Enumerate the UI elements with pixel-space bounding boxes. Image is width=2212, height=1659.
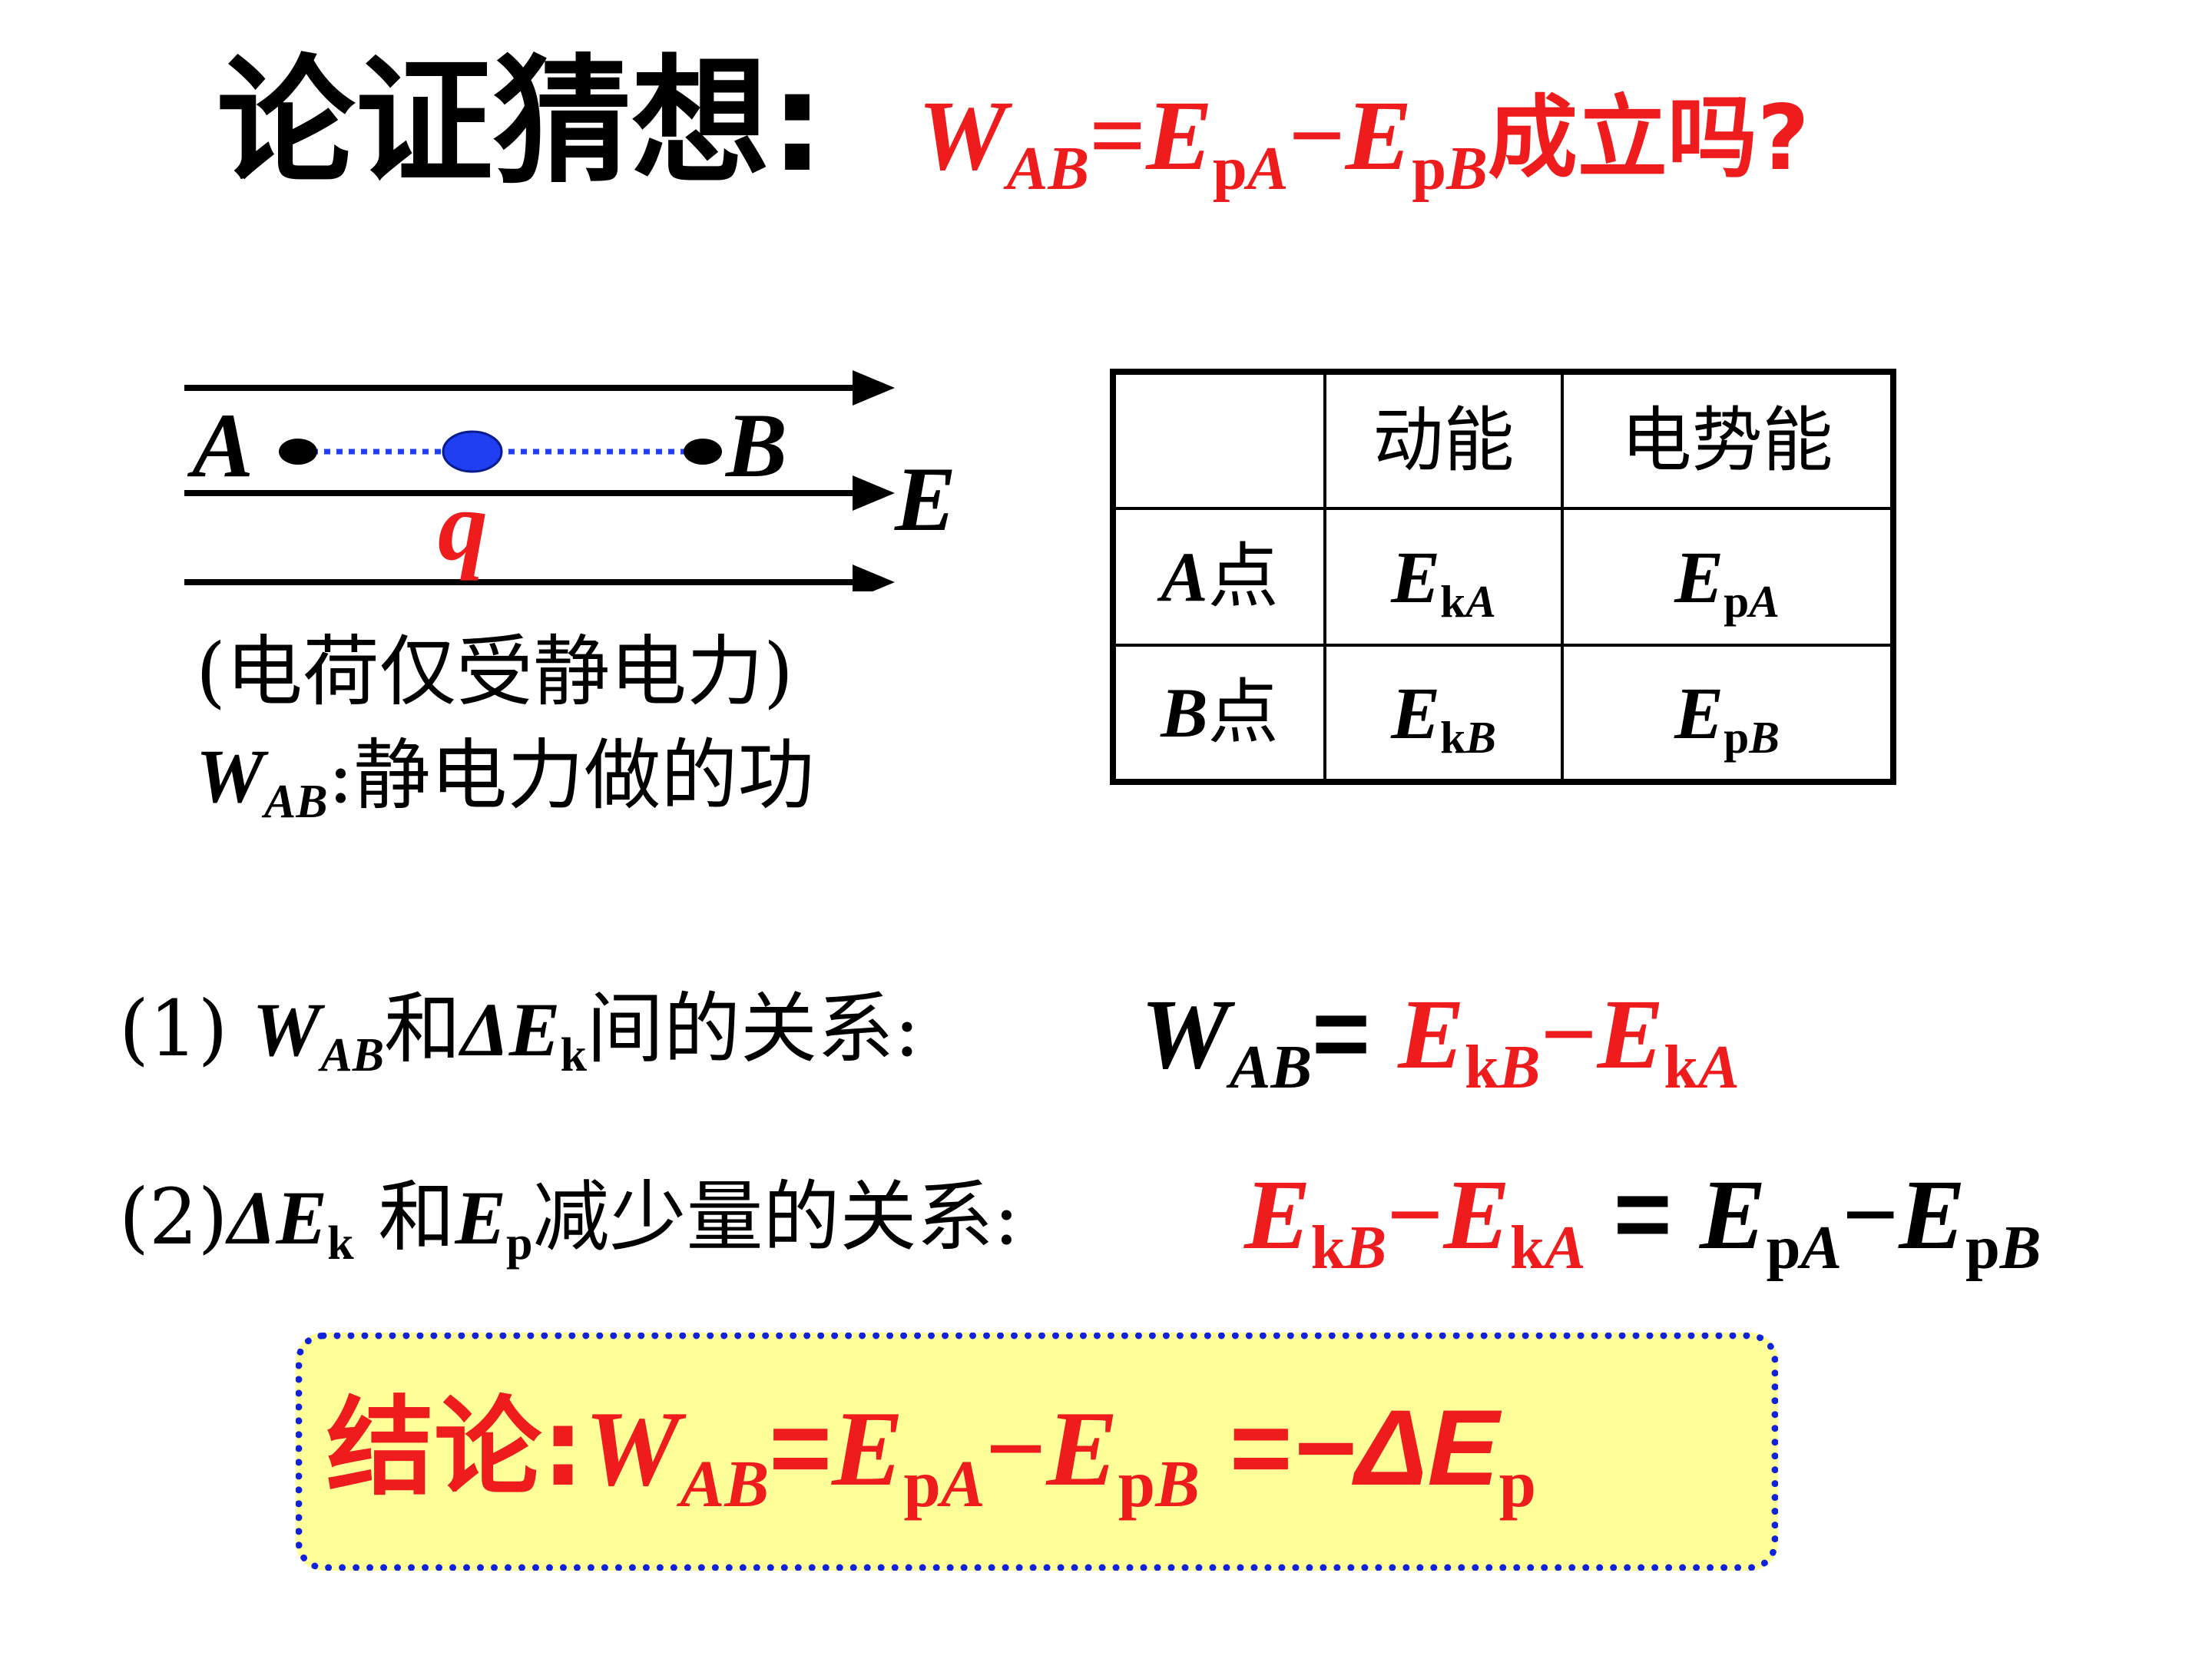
title-equation: WAB=EpA−EpB成立吗? [918, 81, 1810, 203]
cell-epa: EpA [1561, 507, 1895, 647]
conclusion-box [296, 1333, 1778, 1571]
charge-q [442, 430, 503, 473]
relation-1-text: (1) WAB和ΔEk间的关系: [119, 984, 920, 1081]
field-line-bottom [184, 565, 895, 591]
conclusion-text: 结论:WAB=EpA−EpB =−ΔEp [326, 1386, 1537, 1521]
cell-ekb: EkB [1323, 644, 1564, 783]
point-b-dot [684, 439, 722, 465]
charge-label: q [438, 471, 488, 581]
note-force-only: (电荷仅受静电力) [196, 627, 794, 717]
point-b-label: B [726, 394, 788, 496]
relation-2-equation: EkB−EkA = EpA−EpB [1244, 1157, 2041, 1282]
field-line-top [184, 370, 895, 406]
table-row: B点 EkB EpB [1111, 644, 1895, 783]
field-label: E [895, 448, 957, 550]
relation-1-equation: WAB= EkB−EkA [1141, 977, 1740, 1101]
field-line-middle [184, 475, 895, 511]
header-potential: 电势能 [1561, 370, 1895, 510]
row-label-b: B点 [1111, 644, 1326, 783]
cell-epb: EpB [1561, 644, 1895, 783]
energy-table: 动能 电势能 A点 EkA EpA B点 EkB EpB [1110, 369, 1896, 785]
page-title: 论证猜想: [217, 42, 825, 203]
field-diagram [184, 370, 895, 591]
row-label-a: A点 [1111, 507, 1326, 647]
relation-2-text: (2)ΔEk 和Ep减少量的关系: [119, 1172, 1020, 1270]
point-a-label: A [192, 394, 254, 496]
header-kinetic: 动能 [1323, 370, 1564, 510]
table-header-row: 动能 电势能 [1111, 370, 1895, 510]
note-work-definition: WAB:静电力做的功 [196, 730, 815, 828]
point-a-dot [279, 439, 317, 465]
cell-eka: EkA [1323, 507, 1564, 647]
table-corner [1111, 370, 1326, 510]
table-row: A点 EkA EpA [1111, 507, 1895, 647]
